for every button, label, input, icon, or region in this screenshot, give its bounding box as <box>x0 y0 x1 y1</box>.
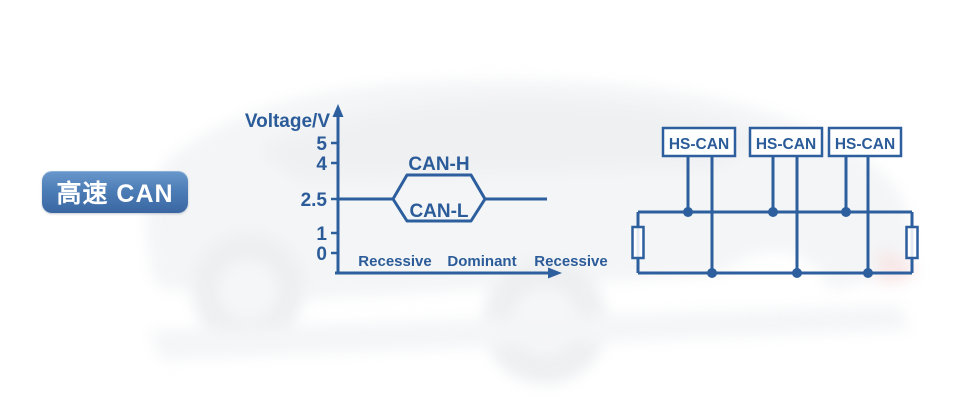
car-window-silhouette <box>260 100 760 180</box>
can-l-label: CAN-L <box>409 201 468 222</box>
state-label-recessive-1: Recessive <box>358 253 431 270</box>
car-ground-shadow <box>150 305 910 360</box>
can-h-label: CAN-H <box>408 154 469 175</box>
hs-can-node-2 <box>748 126 824 158</box>
hs-can-badge: 高速 CAN <box>42 171 188 213</box>
junction-dot <box>768 207 778 217</box>
state-label-dominant: Dominant <box>447 253 516 270</box>
termination-resistor-left <box>631 225 645 260</box>
junction-dot <box>863 268 873 278</box>
hs-can-badge-label: 高速 CAN <box>56 180 174 208</box>
tick-label-4: 4 <box>316 154 327 175</box>
car-taillight <box>878 250 918 284</box>
junction-dot <box>683 207 693 217</box>
junction-dot <box>707 268 717 278</box>
junction-dot <box>792 268 802 278</box>
tick-label-1: 1 <box>316 224 327 245</box>
x-axis-arrow-icon <box>548 267 562 279</box>
y-axis-arrow-icon <box>332 104 344 117</box>
hs-can-node-1 <box>661 126 737 158</box>
hs-can-node-3-label: HS-CAN <box>835 136 895 153</box>
y-axis-title: Voltage/V <box>245 111 330 132</box>
hs-can-node-3 <box>827 126 903 158</box>
tick-label-0: 0 <box>316 244 327 265</box>
tick-label-2_5: 2.5 <box>301 190 328 211</box>
hs-can-node-1-label: HS-CAN <box>669 136 729 153</box>
car-wheel-front-rim <box>218 260 278 320</box>
termination-resistor-right <box>905 225 919 260</box>
hs-can-node-2-label: HS-CAN <box>756 136 816 153</box>
state-label-recessive-2: Recessive <box>534 253 607 270</box>
tick-label-5: 5 <box>316 134 327 155</box>
junction-dot <box>841 207 851 217</box>
